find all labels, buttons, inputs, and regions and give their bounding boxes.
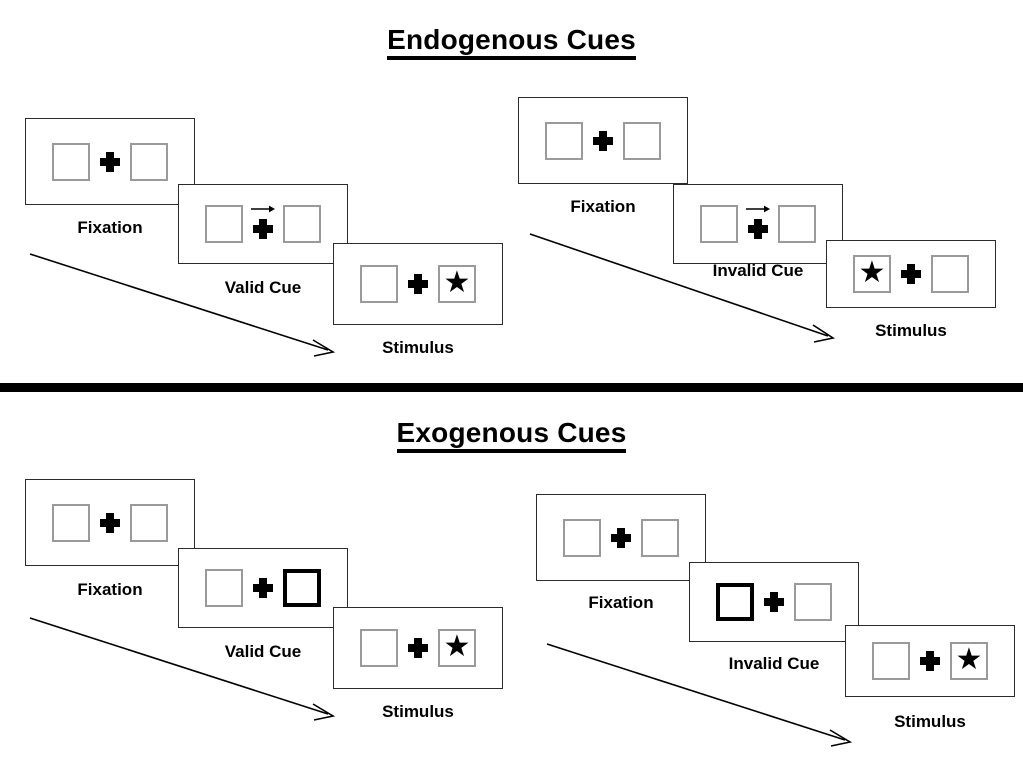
exogenous-valid-cue-frame [178, 548, 348, 628]
endogenous-valid-cue-frame [178, 184, 348, 264]
section-title-exogenous: Exogenous Cues [0, 417, 1023, 453]
section-title-endogenous-text: Endogenous Cues [387, 24, 636, 60]
endogenous-valid-stimulus-frame: ★ [333, 243, 503, 325]
right-placeholder-box [778, 205, 816, 243]
fixation-cross-icon [754, 583, 794, 621]
exogenous-invalid-cue-frame [689, 562, 859, 642]
stimulus-row: ★ [360, 629, 476, 667]
stimulus-row: ★ [853, 255, 969, 293]
stimulus-row [205, 205, 321, 243]
exogenous-invalid-stimulus-frame: ★ [845, 625, 1015, 697]
fixation-cross-icon [398, 629, 438, 667]
endogenous-invalid-stimulus-label: Stimulus [875, 321, 947, 340]
exogenous-valid-fixation-frame [25, 479, 195, 566]
right-target-box: ★ [950, 642, 988, 680]
right-target-box: ★ [438, 265, 476, 303]
right-cued-box [283, 569, 321, 607]
left-placeholder-box [52, 142, 90, 181]
section-title-exogenous-text: Exogenous Cues [396, 417, 627, 453]
star-icon: ★ [858, 256, 886, 289]
right-placeholder-box [130, 142, 168, 181]
exogenous-valid-fixation-label: Fixation [77, 580, 143, 599]
stimulus-row [716, 583, 832, 621]
exogenous-invalid-cue-label: Invalid Cue [728, 654, 820, 673]
fixation-cross-icon [90, 504, 130, 542]
stimulus-row [700, 205, 816, 243]
stimulus-row [563, 518, 679, 557]
stimulus-row [205, 569, 321, 607]
left-placeholder-box [205, 205, 243, 243]
arrow-right-icon [746, 205, 770, 213]
endogenous-valid-fixation-frame [25, 118, 195, 205]
left-placeholder-box [563, 518, 601, 557]
endogenous-valid-time-arrow [29, 253, 336, 357]
endogenous-invalid-cue-label: Invalid Cue [712, 261, 804, 280]
exogenous-invalid-stimulus-label: Stimulus [894, 712, 966, 731]
stimulus-row: ★ [872, 642, 988, 680]
endogenous-invalid-stimulus-frame: ★ [826, 240, 996, 308]
right-placeholder-box [641, 518, 679, 557]
stimulus-row: ★ [360, 265, 476, 303]
right-target-box: ★ [438, 629, 476, 667]
stimulus-row [52, 503, 168, 542]
section-title-endogenous: Endogenous Cues [0, 24, 1023, 60]
right-placeholder-box [931, 255, 969, 293]
exogenous-invalid-fixation-frame [536, 494, 706, 581]
exogenous-valid-stimulus-frame: ★ [333, 607, 503, 689]
right-placeholder-box [283, 205, 321, 243]
left-cued-box [716, 583, 754, 621]
right-placeholder-box [623, 121, 661, 160]
fixation-cross-icon [891, 255, 931, 293]
right-placeholder-box [794, 583, 832, 621]
star-icon: ★ [443, 630, 471, 663]
left-placeholder-box [52, 503, 90, 542]
fixation-cross-icon [398, 265, 438, 303]
endogenous-valid-cue-label: Valid Cue [224, 278, 302, 297]
fixation-cross-icon [90, 143, 130, 181]
fixation-cross-icon [738, 205, 778, 243]
section-divider [0, 383, 1023, 392]
exogenous-valid-time-arrow [29, 617, 336, 721]
stimulus-row [545, 121, 661, 160]
fixation-cross-icon [243, 205, 283, 243]
exogenous-invalid-fixation-label: Fixation [588, 593, 654, 612]
endogenous-valid-fixation-label: Fixation [77, 218, 143, 237]
endogenous-valid-stimulus-label: Stimulus [382, 338, 454, 357]
right-placeholder-box [130, 503, 168, 542]
exogenous-valid-cue-label: Valid Cue [224, 642, 302, 661]
star-icon: ★ [443, 266, 471, 299]
star-icon: ★ [955, 643, 983, 676]
left-placeholder-box [205, 569, 243, 607]
endogenous-invalid-fixation-label: Fixation [570, 197, 636, 216]
left-placeholder-box [700, 205, 738, 243]
endogenous-invalid-cue-frame [673, 184, 843, 264]
left-placeholder-box [545, 121, 583, 160]
fixation-cross-icon [910, 642, 950, 680]
left-placeholder-box [872, 642, 910, 680]
left-placeholder-box [360, 629, 398, 667]
left-target-box: ★ [853, 255, 891, 293]
stimulus-row [52, 142, 168, 181]
endogenous-invalid-fixation-frame [518, 97, 688, 184]
arrow-right-icon [251, 205, 275, 213]
fixation-cross-icon [243, 569, 283, 607]
fixation-cross-icon [583, 122, 623, 160]
fixation-cross-icon [601, 519, 641, 557]
left-placeholder-box [360, 265, 398, 303]
exogenous-valid-stimulus-label: Stimulus [382, 702, 454, 721]
